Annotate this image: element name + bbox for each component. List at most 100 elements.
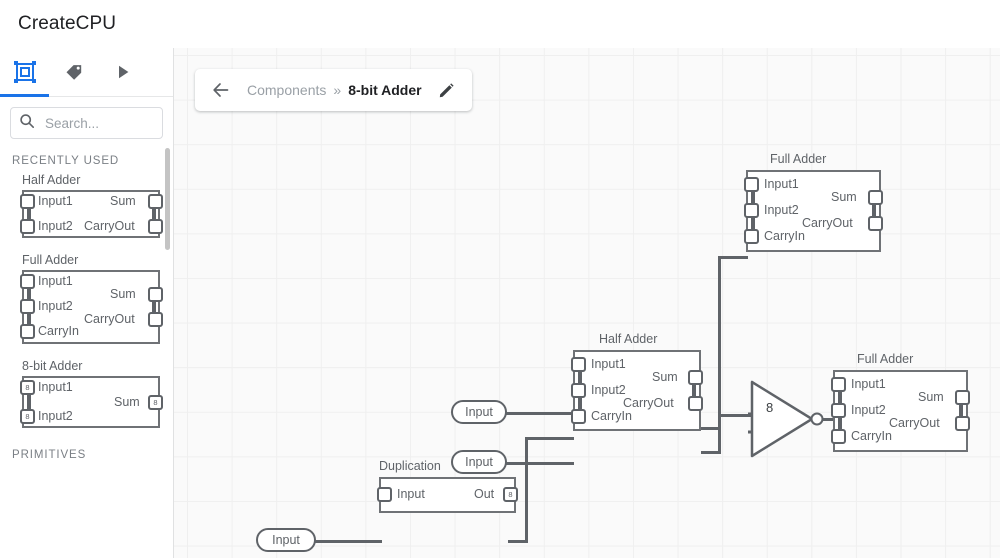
library-item-title: Half Adder [22,173,81,187]
wire-segment [819,418,833,421]
pin-input1[interactable]: 8 [20,380,35,395]
pencil-icon[interactable] [438,81,456,99]
io-pill-input-1[interactable]: Input [451,400,507,424]
wire-segment [718,414,760,417]
pin-input1[interactable] [831,377,846,392]
pin-carryout[interactable] [148,312,163,327]
tab-run[interactable] [98,48,147,96]
pin-input2[interactable] [571,383,586,398]
pin-label: CarryOut [889,416,940,430]
breadcrumb-parent[interactable]: Components [247,82,327,98]
node-title: Full Adder [770,152,827,166]
pin-label: CarryOut [84,312,135,326]
pin-input1[interactable] [744,177,759,192]
pin-sum[interactable] [148,287,163,302]
node-half-adder[interactable]: Half Adder Input1 Input2 CarryIn Sum Car… [571,332,703,431]
library-item-8bit-adder[interactable]: 8-bit Adder 8 8 8 Input1 Input2 Sum [12,359,173,431]
pin-label: CarryOut [84,219,135,233]
pin-label: CarryIn [591,409,632,423]
pin-label: CarryIn [764,229,805,243]
pin-input2[interactable] [744,203,759,218]
wire-segment [525,437,574,440]
pin-label: CarryIn [38,324,79,338]
library-node-preview: Input1 Input2 Sum CarryOut [20,190,163,238]
pin-label: Input [397,487,425,501]
io-pill-input-2[interactable]: Input [451,450,507,474]
pin-label: Input2 [38,409,73,423]
pin-label: Sum [918,390,944,404]
pin-carryout[interactable] [868,216,883,231]
pin-label: Input2 [851,403,886,417]
search-area [0,97,173,145]
pin-label: Input1 [764,177,799,191]
merge-label: 8 [766,400,774,415]
tab-labels[interactable] [49,48,98,96]
tag-icon [64,62,84,82]
component-icon [13,61,36,83]
wire-segment [718,256,721,454]
pin-carryin[interactable] [20,324,35,339]
pin-carryin[interactable] [571,409,586,424]
pin-label: Sum [114,395,140,409]
node-duplication[interactable]: Duplication 8 Input Out [377,459,518,513]
library-node-preview: Input1 Input2 CarryIn Sum CarryOut [20,270,163,344]
io-pill-input-3[interactable]: Input [256,528,316,552]
canvas-inner: Input Input Input Full Adder Input1 Inpu… [174,48,1000,558]
node-title: Full Adder [857,352,914,366]
pin-input[interactable] [377,487,392,502]
library-node-preview: 8 8 8 Input1 Input2 Sum [20,376,163,428]
pin-label: CarryOut [623,396,674,410]
pin-out[interactable]: 8 [503,487,518,502]
pin-label: Input2 [764,203,799,217]
pin-carryout[interactable] [955,416,970,431]
wire-segment [504,412,574,415]
search-input[interactable] [43,114,154,132]
wire-segment [718,256,748,259]
node-full-adder-right[interactable]: Full Adder Input1 Input2 CarryIn Sum Car… [831,352,970,452]
pin-label: Input2 [38,299,73,313]
tab-components[interactable] [0,48,49,96]
pin-carryin[interactable] [744,229,759,244]
pin-input1[interactable] [20,274,35,289]
pin-label: Input1 [38,194,73,208]
library-item-full-adder[interactable]: Full Adder Input1 Input2 CarryIn Sum Car… [12,253,173,345]
wire-segment [701,427,721,430]
breadcrumb-current: 8-bit Adder [348,82,422,98]
sidebar: RECENTLY USED Half Adder Input1 Input2 S… [0,48,174,558]
pin-input2[interactable]: 8 [20,409,35,424]
canvas[interactable]: Input Input Input Full Adder Input1 Inpu… [174,48,1000,558]
pin-carryout[interactable] [148,219,163,234]
pin-carryin[interactable] [831,429,846,444]
pin-sum[interactable]: 8 [148,395,163,410]
pin-input2[interactable] [20,299,35,314]
search-box[interactable] [10,107,163,139]
pin-input1[interactable] [20,194,35,209]
pin-label: Input1 [38,274,73,288]
arrow-left-icon[interactable] [211,80,231,100]
pin-label: Sum [831,190,857,204]
node-full-adder-top[interactable]: Full Adder Input1 Input2 CarryIn Sum Car… [744,152,883,252]
pin-sum[interactable] [955,390,970,405]
pin-input2[interactable] [20,219,35,234]
pin-sum[interactable] [868,190,883,205]
merge-node[interactable]: 8 [748,378,826,460]
pin-carryout[interactable] [688,396,703,411]
sidebar-tabbar [0,48,173,97]
pin-input2[interactable] [831,403,846,418]
wire-segment [508,540,528,543]
pin-label: Input1 [591,357,626,371]
search-icon [19,113,35,134]
pin-label: Sum [110,194,136,208]
pin-sum[interactable] [148,194,163,209]
library-item-half-adder[interactable]: Half Adder Input1 Input2 Sum CarryOut [12,173,173,239]
pin-input1[interactable] [571,357,586,372]
pin-label: CarryOut [802,216,853,230]
sidebar-scrollbar[interactable] [165,148,170,250]
wire-segment [525,437,528,541]
app-title: CreateCPU [18,13,117,34]
pin-label: Out [474,487,495,501]
breadcrumb-separator: » [333,82,342,98]
play-icon [113,62,133,82]
pin-sum[interactable] [688,370,703,385]
